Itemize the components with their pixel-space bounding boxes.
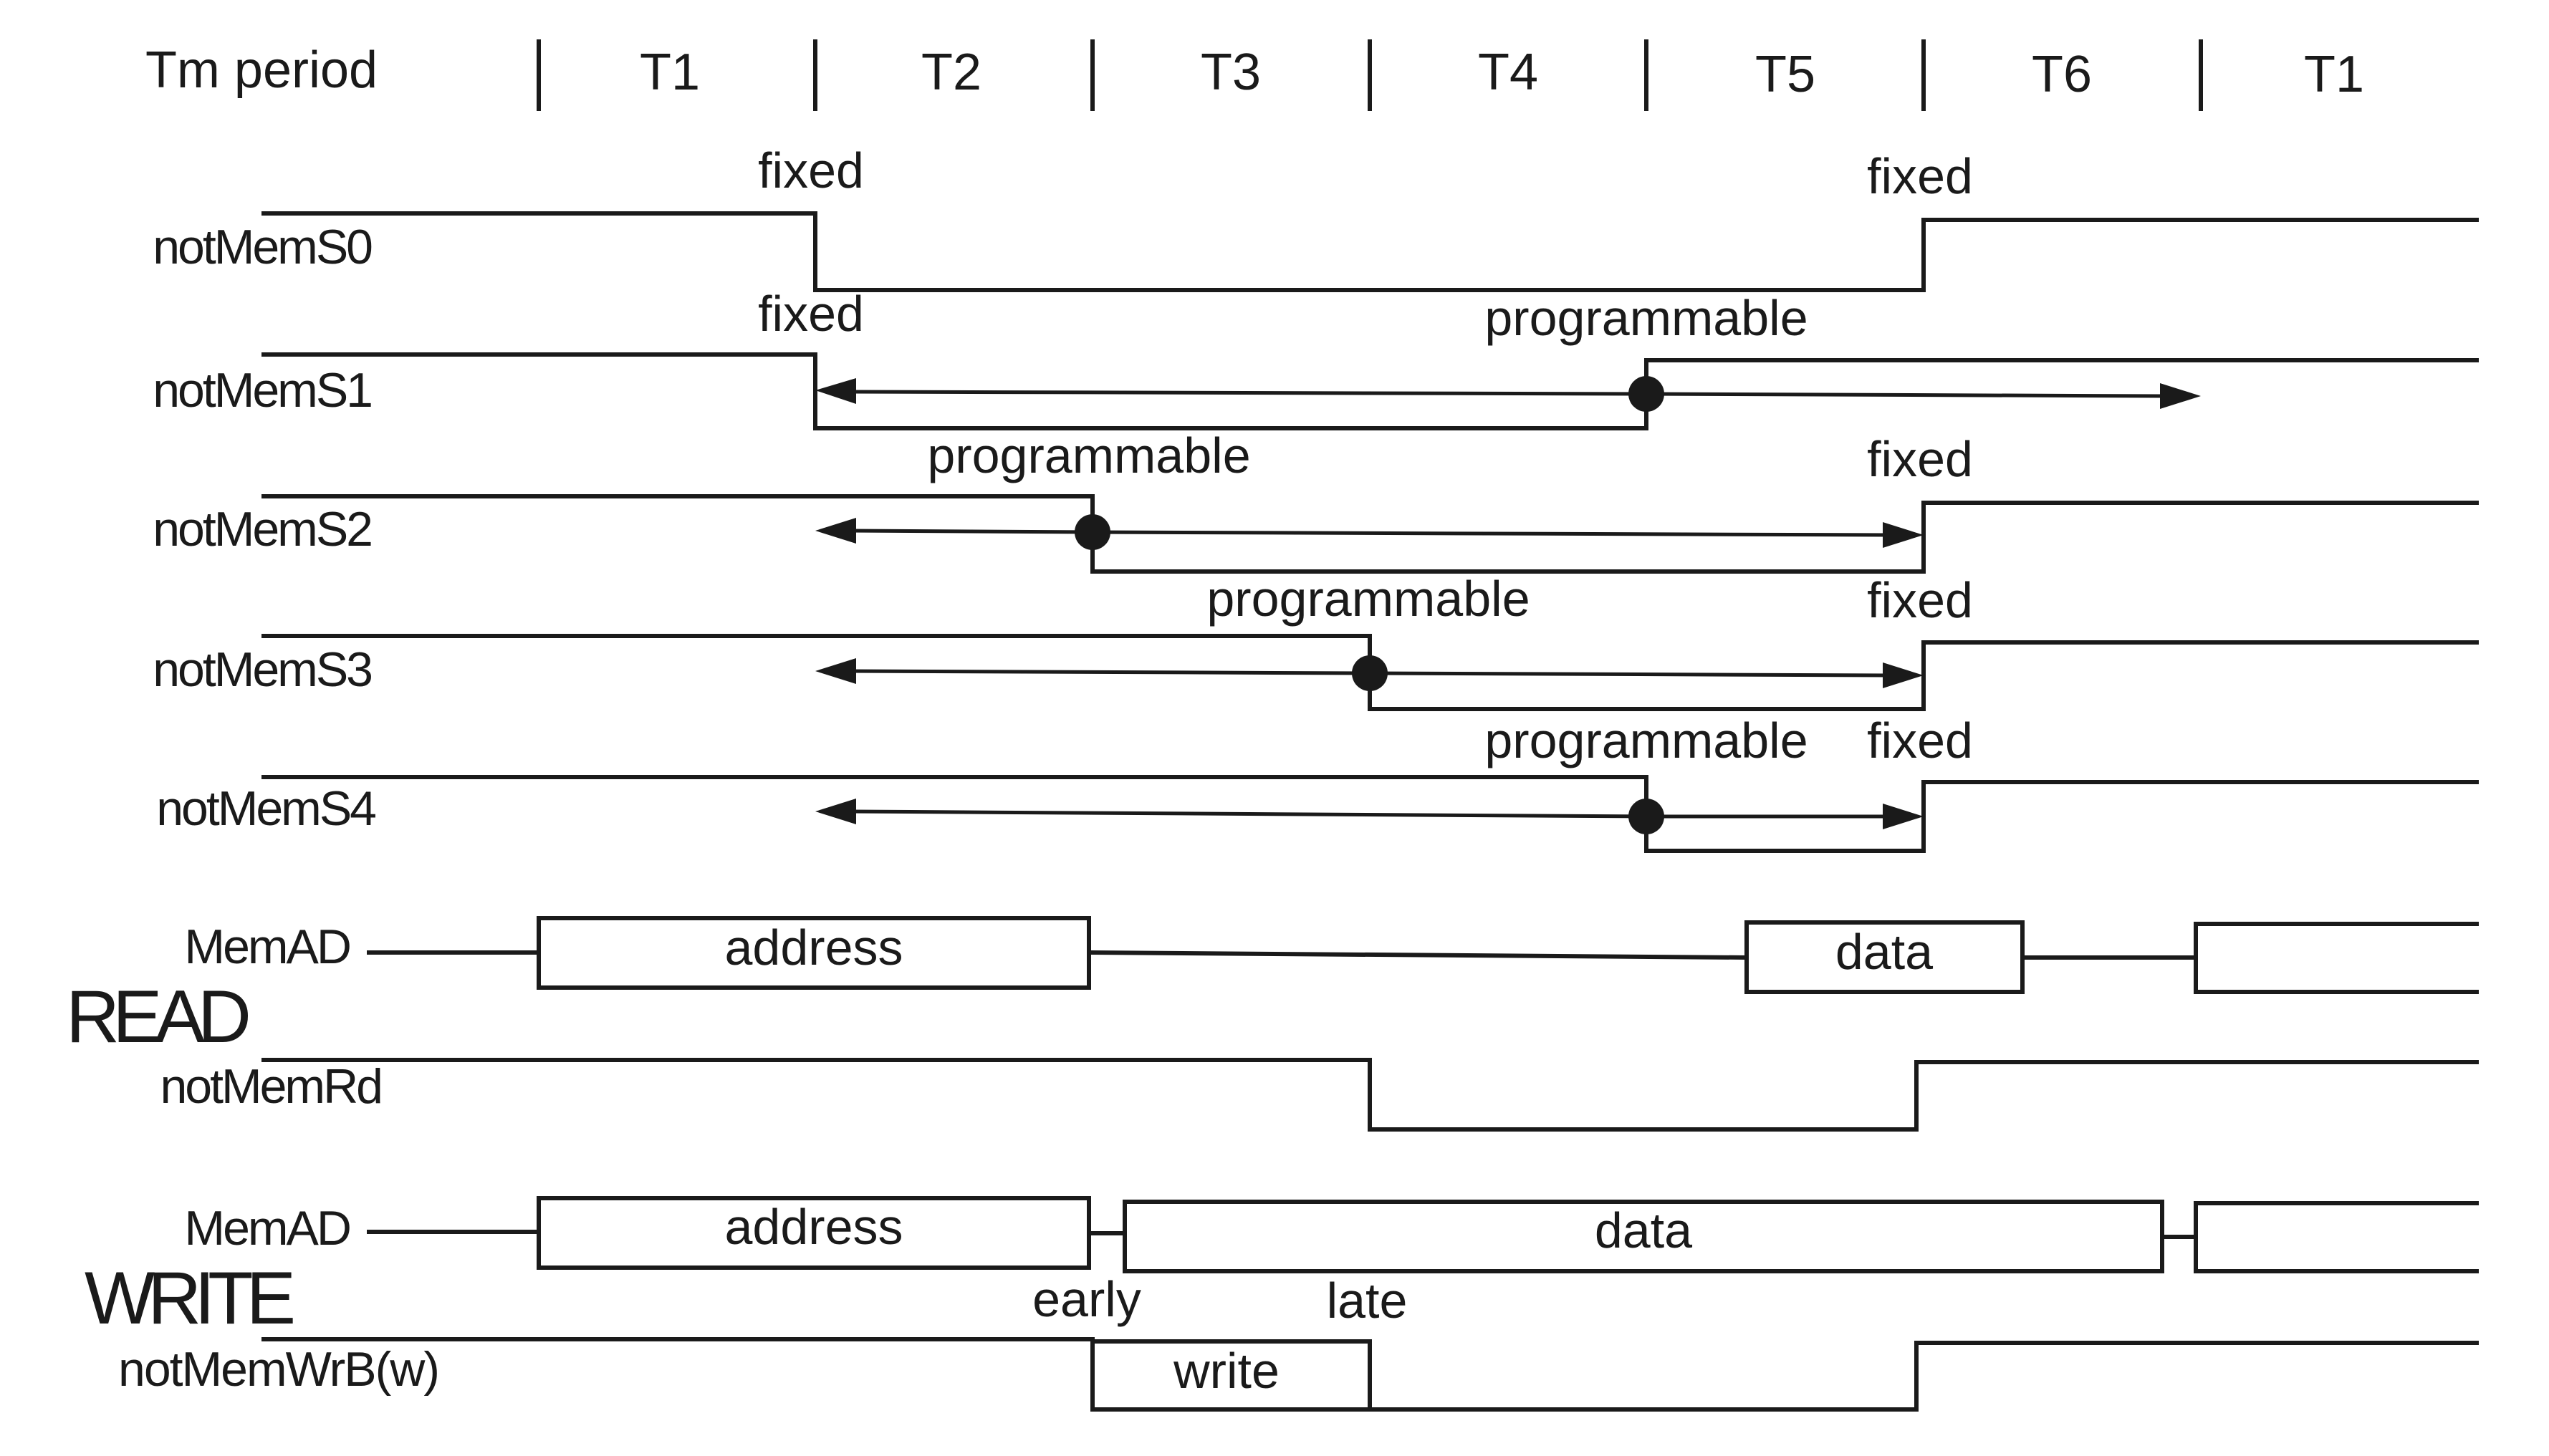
range-arrow-right [1092,530,1888,537]
period-t3: T3 [1201,44,1261,101]
period-t6: T6 [2032,46,2092,103]
signal-label-notmemrd: notMemRd [160,1059,381,1114]
program-point-dot [1075,514,1110,550]
annotation-fixed: fixed [758,143,864,198]
arrowhead-right [1883,804,1924,829]
annotation-fixed: fixed [1867,431,1973,487]
arrowhead-left [815,518,856,544]
signal-label-read-memad: MemAD [184,920,350,974]
waveform-notmems0 [261,211,2479,292]
arrowhead-right [1883,662,1924,688]
group-label-read: READ [66,975,249,1059]
waveform-notmemwrb [261,1337,2479,1412]
waveform-notmemrd [261,1058,2479,1132]
period-t1: T1 [640,44,700,101]
group-label-write: WRITE [85,1257,293,1340]
arrowhead-left [815,378,856,404]
annotation-fixed: fixed [1867,148,1973,204]
bus-line [1088,950,1747,960]
bus-label-address: address [724,920,903,975]
period-t1-next: T1 [2304,46,2364,103]
range-arrow-right [1369,671,1888,678]
annotation-fixed: fixed [1867,713,1973,768]
range-arrow-left [848,809,1647,819]
tm-period-label: Tm period [145,42,378,99]
bus-label-data: data [1595,1202,1692,1258]
waveform-notmems1 [261,352,2479,430]
waveform-notmems4 [261,775,2479,853]
range-arrow-left [848,390,1645,396]
annotation-fixed: fixed [758,286,864,342]
arrowhead-right [2160,383,2201,409]
range-arrow-right [1646,392,2164,398]
annotation-early: early [1032,1271,1141,1327]
signal-label-write-memad: MemAD [184,1201,350,1255]
arrowhead-right [1883,522,1924,548]
annotation-fixed: fixed [1867,572,1973,628]
signal-label-notmems1: notMemS1 [153,363,371,418]
write-strobe-box [1090,1339,1372,1412]
bus-label-address: address [724,1199,903,1255]
period-t2: T2 [921,44,981,101]
bus-box-next [2194,1201,2479,1273]
annotation-programmable: programmable [927,428,1250,483]
program-point-dot [1352,655,1388,691]
waveform-notmems2 [261,494,2479,574]
range-arrow-left [848,529,1093,534]
write-strobe-label: write [1173,1343,1280,1399]
arrowhead-left [815,799,856,824]
annotation-programmable: programmable [1484,713,1808,768]
program-point-dot [1628,799,1664,834]
signal-label-notmems0: notMemS0 [153,220,372,274]
signal-label-notmemwrb: notMemWrB(w) [118,1342,438,1397]
arrowhead-left [815,658,856,684]
waveform-notmems3 [261,634,2479,711]
annotation-programmable: programmable [1484,290,1808,346]
annotation-late: late [1327,1273,1408,1329]
bus-box-next [2194,922,2479,994]
program-point-dot [1628,376,1664,412]
period-t4: T4 [1478,44,1538,101]
signal-label-notmems3: notMemS3 [153,642,371,697]
signal-label-notmems2: notMemS2 [153,502,371,556]
annotation-programmable: programmable [1206,571,1530,627]
period-t5: T5 [1755,46,1815,103]
range-arrow-left [848,669,1370,675]
bus-label-data: data [1835,924,1933,980]
signal-label-notmems4: notMemS4 [156,781,375,836]
